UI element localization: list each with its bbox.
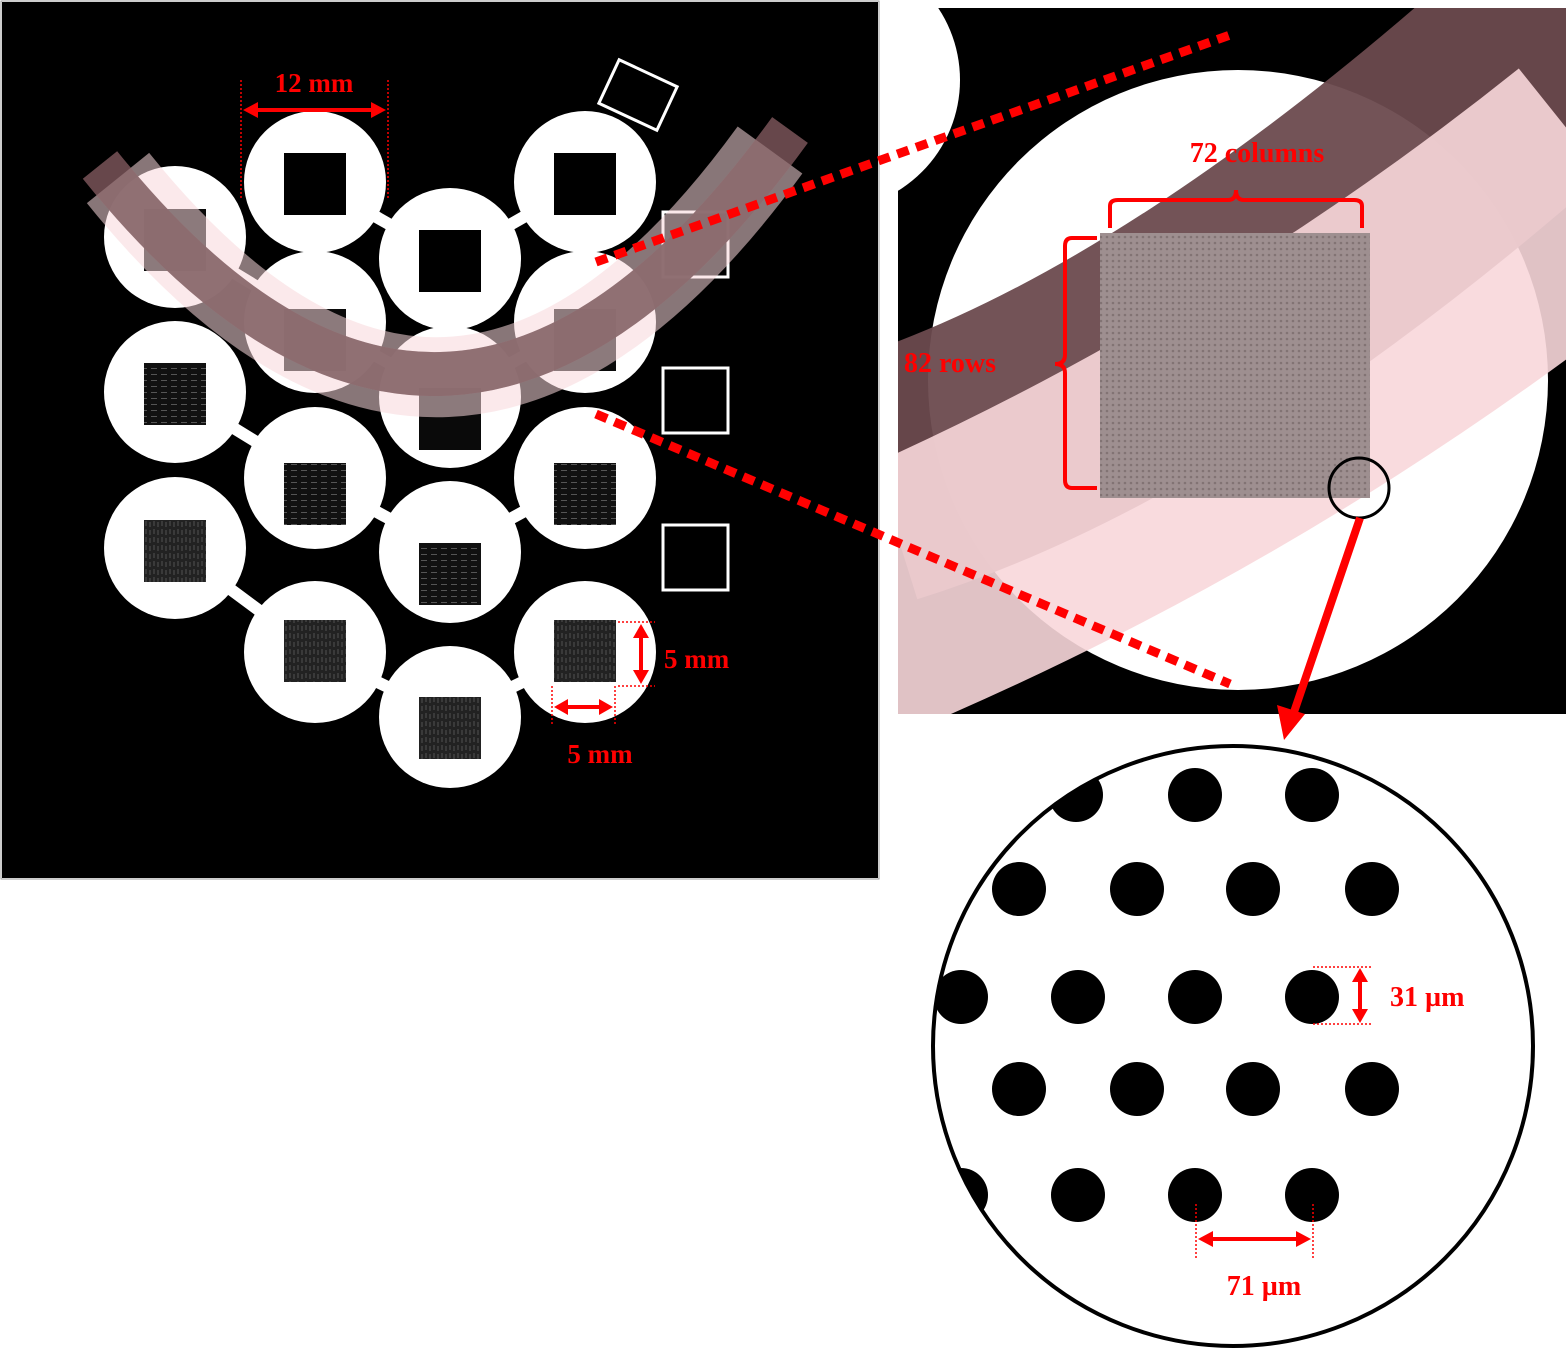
height-label: 5 mm <box>664 644 730 674</box>
width-label: 5 mm <box>567 739 633 769</box>
columns-brace <box>1108 189 1364 228</box>
curved-band <box>82 117 808 418</box>
detail-arrow <box>1289 516 1364 717</box>
columns-label: 72 columns <box>1190 138 1325 169</box>
pillar-array <box>1100 233 1370 498</box>
left-panel-border <box>0 0 880 880</box>
pitch-dimension: 12 mm <box>240 68 389 200</box>
zoom-guide-lines <box>594 30 1232 689</box>
right-panel <box>898 8 1566 714</box>
spacing-label: 71 µm <box>1227 1271 1301 1302</box>
rows-brace <box>1054 236 1097 490</box>
sample-size-dimension: 5 mm 5 mm <box>551 621 730 769</box>
pitch-label: 12 mm <box>275 68 354 98</box>
zoom-panel: 31 µm 71 µm <box>931 744 1535 1348</box>
left-panel: 12 mm 5 mm 5 mm <box>2 2 878 878</box>
diameter-label: 31 µm <box>1390 982 1464 1013</box>
adjacent-well <box>898 8 960 191</box>
rows-label: 82 rows <box>904 348 996 379</box>
